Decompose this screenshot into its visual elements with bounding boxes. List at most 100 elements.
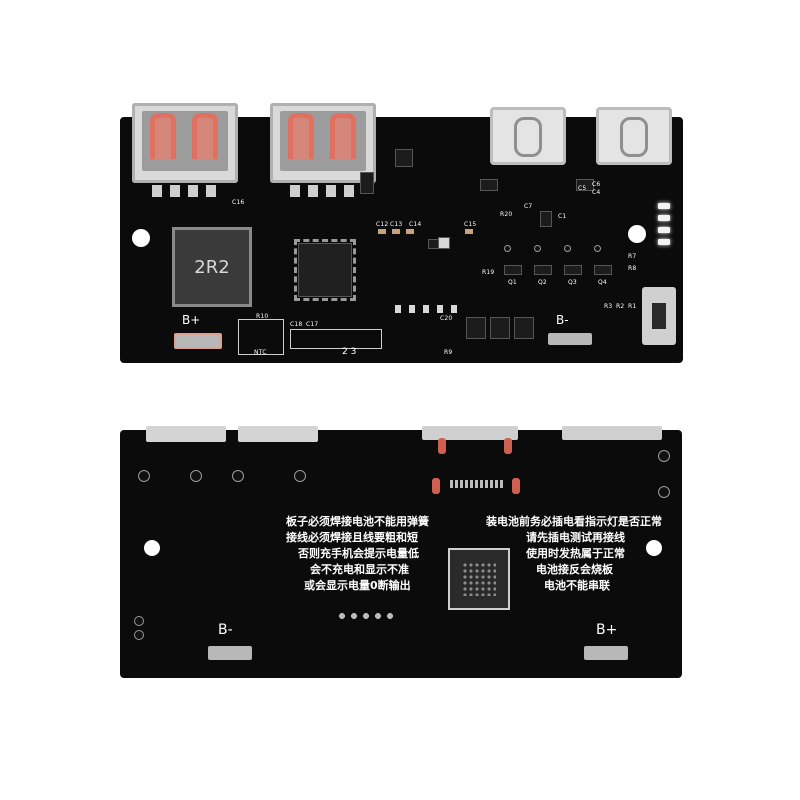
mosfet (466, 317, 486, 339)
mosfet (514, 317, 534, 339)
smd-capacitor (406, 229, 414, 234)
ref-c1: C1 (558, 213, 567, 220)
test-pads (395, 305, 465, 313)
port-outline (238, 426, 318, 442)
number-label: 2 3 (342, 347, 357, 357)
ref-r9: R9 (444, 349, 453, 356)
b-minus-solder-pad (548, 333, 592, 345)
usb-a-port-2 (270, 103, 376, 183)
via (534, 245, 541, 252)
usb-a-port-1 (132, 103, 238, 183)
port-outline (562, 426, 662, 440)
pcb-top-view: 2R2 B+ B- NTC 2 3 C16 C12 C13 (120, 103, 683, 363)
b-minus-label: B- (556, 313, 569, 327)
solder-joint-red (432, 478, 440, 494)
ref-r8: R8 (628, 265, 637, 272)
ref-r1: R1 (628, 303, 637, 310)
via (594, 245, 601, 252)
via (138, 470, 150, 482)
solder-joint-red (438, 438, 446, 454)
notice-line: 会不充电和显示不准 (310, 563, 409, 576)
smd-capacitor (392, 229, 400, 234)
b-plus-solder-pad (174, 333, 222, 349)
usb-contact (330, 113, 356, 159)
usb-c-port-2 (596, 107, 672, 165)
notice-line: 电池接反会烧板 (536, 563, 613, 576)
inductor: 2R2 (172, 227, 252, 307)
usb-c-pin-row (450, 480, 504, 488)
ref-c17: C17 (306, 321, 319, 328)
notice-line: 请先插电测试再接线 (526, 531, 625, 544)
ref-q2: Q2 (538, 279, 547, 286)
notice-left: 板子必须焊接电池不能用弹簧 接线必须焊接且线要粗和短 否则充手机会提示电量低 会… (286, 514, 429, 594)
notice-right: 装电池前务必插电看指示灯是否正常 请先插电测试再接线 使用时发热属于正常 电池接… (486, 514, 662, 594)
usb-pins (290, 185, 360, 197)
mounting-hole (144, 540, 160, 556)
thermal-pad (448, 548, 510, 610)
test-point-row (338, 612, 398, 620)
ntc-outline (238, 319, 284, 355)
pcb-bottom-view: 板子必须焊接电池不能用弹簧 接线必须焊接且线要粗和短 否则充手机会提示电量低 会… (120, 426, 682, 678)
port-outline (422, 426, 518, 440)
ref-c6: C6 (592, 181, 601, 188)
notice-line: 接线必须焊接且线要粗和短 (286, 531, 418, 544)
resistor-array-outline (290, 329, 382, 349)
ref-c14: C14 (409, 221, 422, 228)
indicator-led (658, 203, 670, 209)
main-ic-chip (294, 239, 356, 301)
indicator-led (658, 215, 670, 221)
transistor-q4 (594, 265, 612, 275)
smd-component (395, 149, 413, 167)
ref-c20: C20 (440, 315, 453, 322)
usb-pins (152, 185, 222, 197)
ref-r10: R10 (256, 313, 269, 320)
via (134, 630, 144, 640)
ref-q1: Q1 (508, 279, 517, 286)
usb-contact (288, 113, 314, 159)
ref-q4: Q4 (598, 279, 607, 286)
inductor-label: 2R2 (194, 256, 230, 278)
via (658, 450, 670, 462)
smd-capacitor (465, 229, 473, 234)
solder-joint-red (512, 478, 520, 494)
usb-contact (192, 113, 218, 159)
mounting-hole (646, 540, 662, 556)
ref-c15: C15 (464, 221, 477, 228)
ntc-label: NTC (254, 349, 267, 356)
ref-c7: C7 (524, 203, 533, 210)
transistor-q2 (534, 265, 552, 275)
push-button (642, 287, 676, 345)
smd-component (576, 179, 594, 191)
notice-line: 板子必须焊接电池不能用弹簧 (286, 515, 429, 528)
ref-r7: R7 (628, 253, 637, 260)
b-plus-label: B+ (182, 313, 201, 327)
via (134, 616, 144, 626)
mounting-hole (628, 225, 646, 243)
port-outline (146, 426, 226, 442)
solder-joint-red (504, 438, 512, 454)
notice-line: 使用时发热属于正常 (526, 547, 625, 560)
usb-c-port-1 (490, 107, 566, 165)
via (504, 245, 511, 252)
notice-line: 否则充手机会提示电量低 (298, 547, 419, 560)
via (294, 470, 306, 482)
mosfet (490, 317, 510, 339)
ref-r19: R19 (482, 269, 495, 276)
smd-component (480, 179, 498, 191)
ref-c18: C18 (290, 321, 303, 328)
b-minus-solder-pad (208, 646, 252, 660)
b-minus-label: B- (218, 622, 233, 638)
smd-component (540, 211, 552, 227)
ref-q3: Q3 (568, 279, 577, 286)
notice-line: 电池不能串联 (544, 579, 610, 592)
transistor-q1 (504, 265, 522, 275)
via (190, 470, 202, 482)
ref-c16: C16 (232, 199, 245, 206)
via (658, 486, 670, 498)
transistor-q3 (564, 265, 582, 275)
indicator-led (658, 227, 670, 233)
smd-capacitor (378, 229, 386, 234)
smd-component (438, 237, 450, 249)
notice-line: 装电池前务必插电看指示灯是否正常 (486, 515, 662, 528)
indicator-led (658, 239, 670, 245)
